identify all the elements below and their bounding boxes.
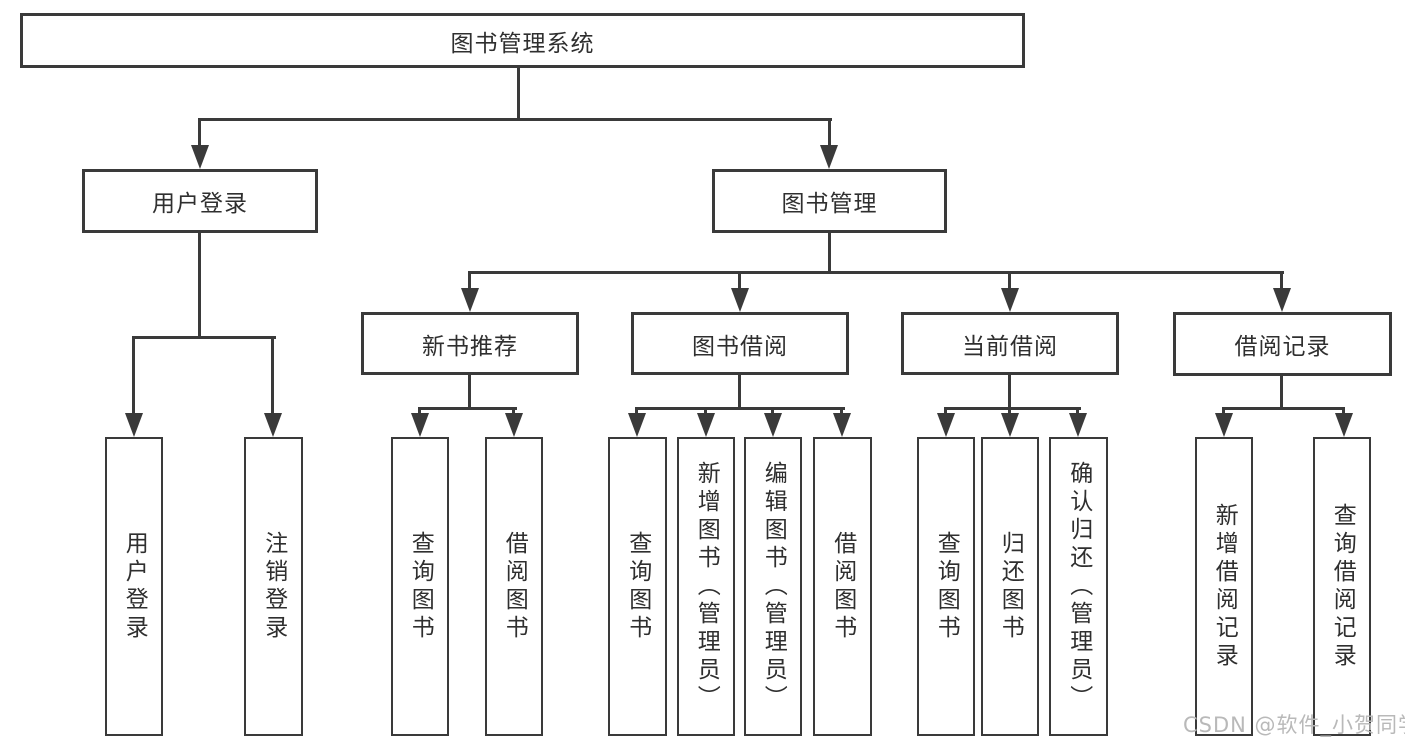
connector-to-leaf: [1008, 407, 1011, 417]
connector-to-leaf: [704, 407, 707, 417]
connector-new-book-stem: [468, 375, 471, 410]
arrowhead-icon: [820, 145, 838, 169]
node-book-borrow: 图书借阅: [631, 312, 849, 375]
arrowhead-icon: [191, 145, 209, 169]
arrowhead-icon: [125, 413, 143, 437]
leaf-add-borrow-record: 新增借阅记录: [1195, 437, 1253, 736]
connector-user-login-stem: [198, 233, 201, 339]
connector-to-leaf: [271, 336, 274, 416]
arrowhead-icon: [731, 288, 749, 312]
arrowhead-icon: [1001, 413, 1019, 437]
connector-to-leaf: [132, 336, 135, 416]
arrowhead-icon: [1069, 413, 1087, 437]
arrowhead-icon: [764, 413, 782, 437]
connector-new-book-split: [418, 407, 517, 410]
connector-to-leaf: [512, 407, 515, 417]
connector-to-leaf: [418, 407, 421, 417]
leaf-borrow-books-label: 借阅图书: [829, 530, 856, 643]
leaf-query-borrow-record: 查询借阅记录: [1313, 437, 1371, 736]
leaf-add-borrow-record-label: 新增借阅记录: [1211, 502, 1238, 671]
connector-borrow-records-stem: [1280, 376, 1283, 410]
node-root: 图书管理系统: [20, 13, 1025, 68]
connector-borrow-records-split: [1222, 407, 1345, 410]
arrowhead-icon: [628, 413, 646, 437]
connector-to-leaf: [1222, 407, 1225, 417]
leaf-confirm-return-admin: 确认归还（管理员）: [1049, 437, 1108, 736]
arrowhead-icon: [505, 413, 523, 437]
connector-to-leaf: [840, 407, 843, 417]
arrowhead-icon: [264, 413, 282, 437]
leaf-query-books-recommend: 查询图书: [391, 437, 449, 736]
node-new-book-recommend-label: 新书推荐: [422, 333, 518, 360]
leaf-borrow-books-recommend-label: 借阅图书: [501, 530, 528, 643]
connector-book-borrow-stem: [738, 375, 741, 410]
node-borrow-records-label: 借阅记录: [1234, 334, 1331, 360]
leaf-query-books-borrow-label: 查询图书: [624, 530, 651, 643]
node-book-management: 图书管理: [712, 169, 947, 233]
leaf-query-books-recommend-label: 查询图书: [407, 530, 434, 643]
node-new-book-recommend: 新书推荐: [361, 312, 579, 375]
connector-to-current-borrow: [1008, 271, 1011, 291]
connector-current-borrow-split: [944, 407, 1081, 410]
leaf-user-login-label: 用户登录: [121, 530, 148, 643]
leaf-confirm-return-admin-label: 确认归还（管理员）: [1065, 460, 1092, 713]
leaf-return-books-label: 归还图书: [997, 530, 1024, 643]
connector-book-management-split: [468, 271, 1284, 274]
connector-to-leaf: [771, 407, 774, 417]
leaf-borrow-books-recommend: 借阅图书: [485, 437, 543, 736]
leaf-logout-label: 注销登录: [260, 530, 287, 643]
arrowhead-icon: [833, 413, 851, 437]
connector-to-borrow-records: [1280, 271, 1283, 291]
leaf-logout: 注销登录: [244, 437, 303, 736]
connector-to-leaf: [944, 407, 947, 417]
arrowhead-icon: [1215, 413, 1233, 437]
arrowhead-icon: [1273, 288, 1291, 312]
node-current-borrow-label: 当前借阅: [962, 333, 1058, 360]
connector-book-management-stem: [828, 233, 831, 274]
leaf-user-login: 用户登录: [105, 437, 163, 736]
node-current-borrow: 当前借阅: [901, 312, 1119, 375]
node-user-login-label: 用户登录: [152, 191, 248, 217]
arrowhead-icon: [697, 413, 715, 437]
connector-root-stem: [517, 68, 520, 118]
connector-to-user-login: [198, 118, 201, 148]
node-root-label: 图书管理系统: [450, 30, 595, 57]
leaf-edit-books-admin: 编辑图书（管理员）: [744, 437, 802, 736]
arrowhead-icon: [1001, 288, 1019, 312]
connector-book-borrow-split: [635, 407, 845, 410]
connector-to-book-management: [828, 118, 831, 148]
leaf-query-books-borrow: 查询图书: [608, 437, 667, 736]
connector-to-book-borrow: [738, 271, 741, 291]
leaf-return-books: 归还图书: [981, 437, 1039, 736]
arrowhead-icon: [411, 413, 429, 437]
arrowhead-icon: [461, 288, 479, 312]
leaf-borrow-books: 借阅图书: [813, 437, 872, 736]
connector-to-leaf: [635, 407, 638, 417]
arrowhead-icon: [1335, 413, 1353, 437]
connector-user-login-split: [132, 336, 276, 339]
arrowhead-icon: [937, 413, 955, 437]
connector-to-leaf: [1076, 407, 1079, 417]
leaf-add-books-admin-label: 新增图书（管理员）: [693, 460, 720, 713]
leaf-edit-books-admin-label: 编辑图书（管理员）: [760, 460, 787, 713]
node-book-management-label: 图书管理: [781, 191, 878, 217]
node-book-borrow-label: 图书借阅: [692, 333, 788, 360]
leaf-add-books-admin: 新增图书（管理员）: [677, 437, 735, 736]
connector-to-new-book: [468, 271, 471, 291]
leaf-query-borrow-record-label: 查询借阅记录: [1329, 502, 1356, 671]
leaf-query-books-current: 查询图书: [917, 437, 975, 736]
leaf-query-books-current-label: 查询图书: [933, 530, 960, 643]
node-user-login: 用户登录: [82, 169, 318, 233]
connector-root-split: [198, 118, 832, 121]
node-borrow-records: 借阅记录: [1173, 312, 1392, 376]
connector-to-leaf: [1342, 407, 1345, 417]
connector-current-borrow-stem: [1008, 375, 1011, 410]
csdn-watermark: CSDN @软件_小贺同学: [1183, 713, 1405, 737]
